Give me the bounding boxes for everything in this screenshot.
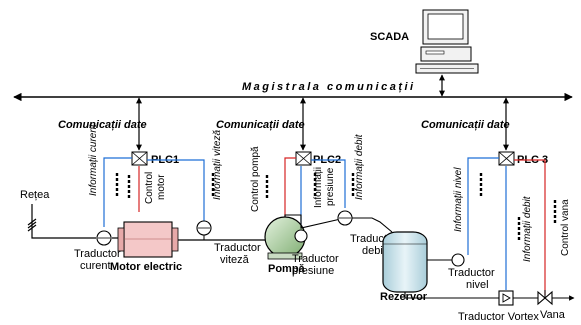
- motor-label: Motor electric: [110, 261, 182, 273]
- control-vana-label: Control vana: [560, 199, 571, 256]
- comm-label-3: Comunicații date: [421, 119, 510, 131]
- traductor-nivel-label-2: nivel: [466, 279, 489, 291]
- info-presiune-label-2: presiune: [325, 167, 336, 206]
- traductor-debit-label-2: debit: [362, 245, 386, 257]
- power-line: [27, 204, 124, 239]
- info-curent-label: Informații curent: [88, 123, 99, 196]
- data-links: [136, 97, 509, 151]
- signal-direction-markers: [115, 172, 557, 240]
- control-motor-label-1: Control: [144, 172, 155, 204]
- level-transducer-icon: [451, 253, 465, 267]
- pressure-transducer-icon: [294, 229, 308, 243]
- motor-icon: [117, 221, 179, 258]
- plc1-icon: [131, 151, 148, 166]
- traductor-curent-label-1: Traductor: [74, 248, 121, 260]
- signal-wiring: [103, 157, 546, 295]
- control-motor-label-2: motor: [156, 174, 167, 200]
- info-debit-vortex-label: Informații debit: [522, 195, 533, 262]
- traductor-presiune-label-2: presiune: [292, 265, 334, 277]
- pompa-label: Pompă: [268, 263, 306, 275]
- vana-label: Vana: [540, 309, 566, 321]
- traductor-nivel-label-1: Traductor: [448, 267, 495, 279]
- pump-icon: [264, 216, 306, 260]
- vortex-flowmeter-icon: [498, 290, 514, 306]
- retea-label: Rețea: [20, 189, 50, 201]
- plc3-icon: [498, 151, 515, 166]
- outlet-pipe: [404, 292, 499, 299]
- traductor-viteza-label-1: Traductor: [214, 242, 261, 254]
- scada-label: SCADA: [370, 31, 409, 43]
- traductor-curent-label-2: curent: [80, 260, 111, 272]
- info-viteza-label: Informații viteză: [212, 130, 223, 200]
- bus-label: Magistrala comunicații: [242, 81, 416, 93]
- valve-icon: [537, 290, 553, 306]
- info-presiune-label-1: Informații: [313, 167, 324, 208]
- info-debit-pompa-label: Informații debit: [354, 133, 365, 200]
- comm-label-1: Comunicații date: [58, 119, 147, 131]
- traductor-vortex-label: Traductor Vortex: [458, 311, 539, 323]
- comm-label-2: Comunicații date: [216, 119, 305, 131]
- process-pipe: [284, 214, 393, 233]
- rezervor-label: Rezervor: [380, 291, 428, 303]
- scada-computer-icon: [415, 9, 479, 74]
- tank-icon: [382, 231, 428, 293]
- traductor-presiune-label-1: Traductor: [292, 253, 339, 265]
- plc2-icon: [295, 151, 312, 166]
- traductor-viteza-label-2: viteză: [220, 254, 250, 266]
- info-nivel-label: Informații nivel: [453, 167, 464, 232]
- control-pompa-label: Control pompă: [250, 146, 261, 212]
